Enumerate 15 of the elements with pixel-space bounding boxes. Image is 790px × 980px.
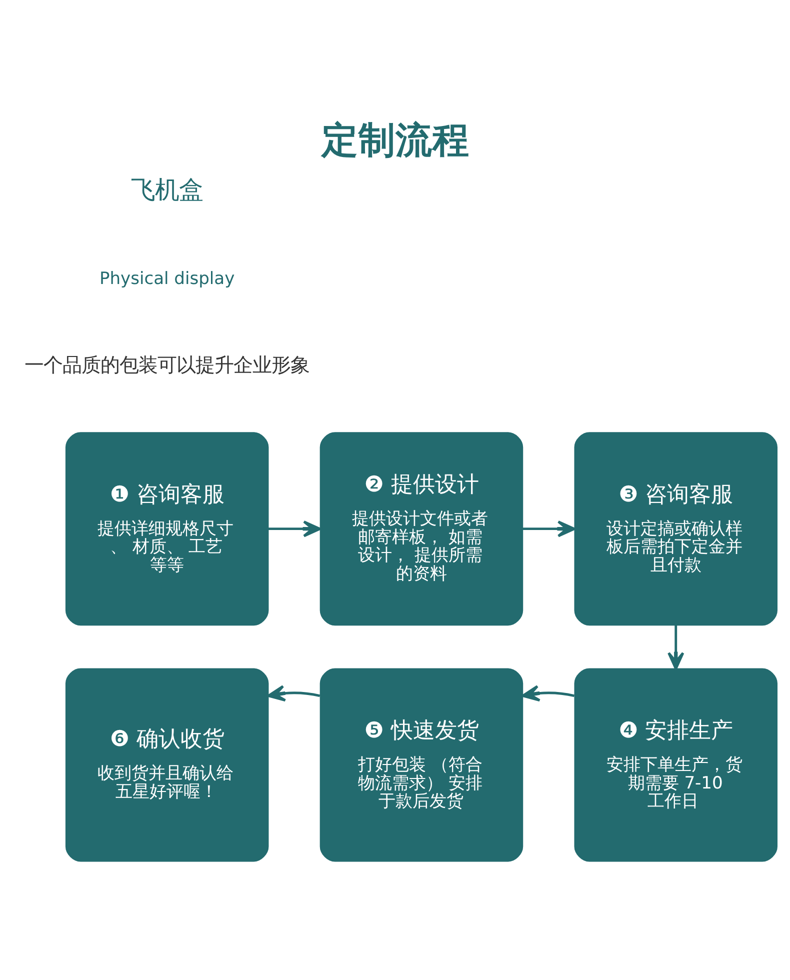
label: Physical display	[99, 268, 235, 288]
node-box: ❺ 快速发货 打好包装 （符合物流需求） 安排于款后发货	[320, 668, 524, 862]
label: 飞机盒	[131, 174, 204, 204]
arrow	[267, 684, 320, 702]
arrow	[268, 520, 322, 537]
node-box: ❷ 提供设计 提供设计文件或者邮寄样板， 如需设计， 提供所需的资料	[320, 432, 524, 626]
node-box: ❸ 咨询客服 设计定搞或确认样板后需拍下定金并且付款	[574, 432, 778, 626]
label: 一个品质的包装可以提升企业形象	[24, 353, 310, 376]
diagram-title: 定制流程	[321, 118, 470, 162]
node-box: ❻ 确认收货 收到货并且确认给五星好评喔！	[65, 668, 269, 862]
arrow	[522, 684, 574, 702]
arrow	[668, 624, 684, 670]
node-box: ❹ 安排生产 安排下单生产，货期需要 7-10 工作日	[574, 668, 778, 862]
node-box: ❶ 咨询客服 提供详细规格尺寸、 材质、 工艺等等	[65, 432, 269, 626]
arrow	[522, 520, 576, 537]
